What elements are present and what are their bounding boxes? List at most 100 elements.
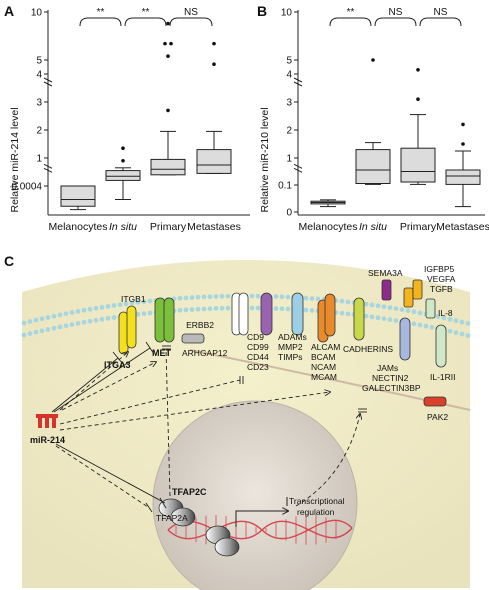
lipid-head bbox=[453, 318, 459, 324]
adams-label: ADAMs bbox=[278, 332, 307, 342]
category-label: Primary bbox=[150, 221, 187, 233]
lipid-head bbox=[183, 295, 189, 301]
lipid-head bbox=[375, 315, 381, 321]
lipid-head bbox=[111, 315, 117, 320]
lipid-head bbox=[447, 316, 453, 322]
axis-break bbox=[43, 77, 53, 83]
panel-label-a: A bbox=[4, 3, 14, 19]
lipid-head bbox=[411, 321, 417, 327]
lipid-head bbox=[135, 299, 141, 305]
outlier-point bbox=[212, 41, 216, 46]
il1rii-protein bbox=[435, 324, 447, 368]
significance-bracket bbox=[329, 17, 372, 27]
outlier-point bbox=[121, 146, 125, 150]
ytick-label: 5 bbox=[36, 56, 42, 67]
outlier-point bbox=[212, 62, 216, 66]
lipid-head bbox=[111, 303, 117, 308]
lipid-head bbox=[459, 331, 465, 337]
lipid-head bbox=[105, 303, 111, 309]
category-label: Melanocytes bbox=[299, 221, 358, 233]
lipid-head bbox=[441, 315, 447, 321]
category-label: In situ bbox=[109, 221, 137, 233]
lipid-head bbox=[249, 293, 255, 299]
cd-protein bbox=[260, 292, 273, 336]
lipid-head bbox=[375, 303, 381, 309]
lipid-head bbox=[255, 305, 261, 311]
ytick-label: 3 bbox=[286, 98, 292, 109]
jams-protein bbox=[399, 317, 411, 361]
ncam-label: NCAM bbox=[311, 362, 336, 372]
axis-break bbox=[43, 167, 53, 173]
alcam-label: ALCAM bbox=[311, 342, 340, 352]
dna-rungs bbox=[175, 515, 337, 545]
significance-label: NS bbox=[184, 7, 198, 18]
regulatory-edges bbox=[51, 341, 367, 513]
lipid-head bbox=[75, 309, 81, 314]
lipid-head bbox=[363, 313, 369, 319]
outlier-point bbox=[166, 21, 170, 26]
lipid-head bbox=[219, 293, 225, 299]
lipid-head bbox=[99, 304, 105, 310]
outlier-point bbox=[461, 142, 465, 146]
met-label: MET bbox=[152, 348, 172, 358]
panel-label-b: B bbox=[257, 3, 267, 19]
il8-protein bbox=[425, 298, 436, 319]
lipid-head bbox=[51, 325, 57, 331]
tfap2c-protein bbox=[158, 498, 196, 527]
lipid-head bbox=[369, 302, 375, 308]
lipid-head bbox=[51, 313, 57, 319]
box-primary bbox=[150, 21, 186, 176]
tgfb-label: TGFB bbox=[430, 284, 453, 294]
itga3-label: ITGA3 bbox=[104, 360, 131, 370]
lipid-head bbox=[105, 315, 111, 321]
lipid-head bbox=[453, 330, 459, 336]
erbb2-receptor bbox=[231, 292, 249, 336]
box-melanocytes bbox=[310, 199, 346, 208]
lipid-head bbox=[387, 317, 393, 323]
lipid-head bbox=[195, 294, 201, 300]
significance-bracket bbox=[124, 17, 167, 27]
lipid-head bbox=[39, 328, 45, 334]
lipid-head bbox=[225, 293, 231, 299]
lipid-head bbox=[195, 306, 201, 312]
tfap2a-label: TFAP2A bbox=[156, 513, 188, 523]
lipid-head bbox=[75, 321, 81, 326]
nectin2-label: NECTIN2 bbox=[372, 373, 409, 383]
outlier-point bbox=[461, 122, 465, 127]
lipid-head bbox=[285, 306, 291, 312]
cadherins-protein bbox=[353, 297, 365, 341]
lipid-head bbox=[285, 294, 291, 300]
axis-break bbox=[293, 167, 303, 173]
transcription-arrow bbox=[235, 511, 288, 527]
ytick-label: 2 bbox=[36, 126, 42, 137]
ytick-label: 4 bbox=[286, 70, 292, 81]
category-label: Primary bbox=[400, 221, 437, 233]
mir-met-inhibit bbox=[53, 347, 151, 413]
lipid-head bbox=[387, 305, 393, 311]
lipid-head bbox=[189, 295, 195, 300]
lipid-head bbox=[93, 305, 99, 311]
il8-label: IL-8 bbox=[438, 308, 453, 318]
lipid-head bbox=[147, 298, 153, 304]
outlier-point bbox=[163, 41, 167, 46]
chart-a-ylabel: Relative miR-214 level bbox=[9, 107, 21, 212]
mir-tfap2c-inhibit bbox=[55, 443, 166, 504]
axis-break bbox=[293, 77, 303, 83]
lipid-head bbox=[279, 294, 285, 300]
vegfa-label: VEGFA bbox=[427, 274, 456, 284]
category-label: Melanocytes bbox=[49, 221, 108, 233]
axis-break bbox=[43, 81, 53, 87]
lipid-head bbox=[57, 324, 63, 330]
lipid-head bbox=[27, 319, 33, 324]
outlier-point bbox=[416, 68, 420, 72]
outlier-point bbox=[169, 41, 173, 46]
lipid-head bbox=[273, 306, 279, 311]
lipid-head bbox=[147, 310, 153, 316]
lipid-head bbox=[363, 301, 369, 307]
outlier-point bbox=[166, 54, 170, 58]
lipid-head bbox=[207, 306, 213, 312]
ytick-label: 1 bbox=[286, 154, 292, 165]
lipid-head bbox=[123, 301, 129, 307]
lipid-head bbox=[345, 299, 351, 305]
